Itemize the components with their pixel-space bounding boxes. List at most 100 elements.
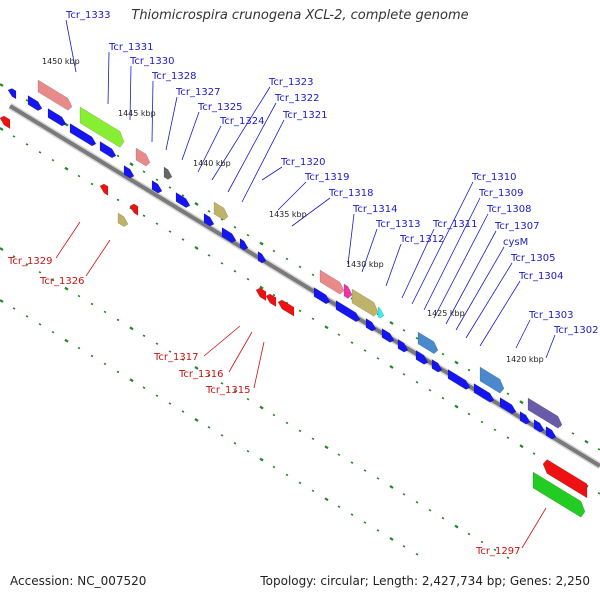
forward-gene-arrow: [533, 419, 545, 433]
feature-block: [163, 166, 173, 180]
leader-line: [521, 507, 547, 549]
gene-label-tcr1328[interactable]: Tcr_1328: [151, 71, 196, 82]
scale-tick: [480, 540, 484, 544]
scale-tick: [220, 218, 224, 221]
forward-gene-arrow: [239, 238, 249, 251]
scale-tick: [285, 421, 289, 425]
gene-label-tcr1320[interactable]: Tcr_1320: [280, 157, 325, 168]
scale-label: 1420 kbp: [506, 355, 544, 364]
forward-gene-arrow: [519, 411, 531, 425]
scale-tick: [64, 166, 69, 171]
leader-line: [347, 213, 355, 265]
scale-tick: [181, 238, 185, 241]
scale-tick: [142, 170, 146, 173]
gene-label-tcr1310[interactable]: Tcr_1310: [471, 172, 516, 183]
gene-label-tcr1330[interactable]: Tcr_1330: [129, 56, 174, 67]
scale-tick: [220, 262, 224, 265]
genome-summary-text: Topology: circular; Length: 2,427,734 bp…: [260, 574, 590, 588]
scale-tick: [181, 194, 185, 197]
scale-tick: [25, 143, 29, 146]
scale-label: 1450 kbp: [42, 57, 80, 66]
gene-label-tcr1325[interactable]: Tcr_1325: [197, 102, 242, 113]
gene-label-tcr1312[interactable]: Tcr_1312: [399, 234, 444, 245]
gene-label-tcr1314[interactable]: Tcr_1314: [352, 204, 397, 215]
gene-label-tcr1313[interactable]: Tcr_1313: [375, 219, 420, 230]
leader-line: [261, 166, 283, 181]
scale-tick: [0, 127, 4, 131]
scale-tick: [90, 182, 94, 186]
gene-label-tcr1318[interactable]: Tcr_1318: [328, 188, 373, 199]
gene-label-tcr1308[interactable]: Tcr_1308: [486, 204, 531, 215]
forward-gene-arrow: [415, 350, 429, 365]
gene-label-tcr1331[interactable]: Tcr_1331: [108, 42, 153, 53]
scale-label: 1435 kbp: [269, 210, 307, 219]
gene-label-tcr1327[interactable]: Tcr_1327: [175, 87, 220, 98]
tick-layer: [0, 83, 600, 559]
gene-label-tcr1311[interactable]: Tcr_1311: [432, 219, 477, 230]
gene-label-cysm[interactable]: cysM: [503, 237, 528, 248]
scale-tick: [12, 135, 16, 138]
leader-line: [227, 102, 277, 193]
scale-tick: [402, 493, 406, 496]
scale-tick: [129, 162, 134, 167]
leader-line: [211, 86, 271, 181]
gene-label-tcr1315[interactable]: Tcr_1315: [205, 385, 250, 396]
forward-gene-arrow: [313, 287, 331, 305]
gene-label-tcr1303[interactable]: Tcr_1303: [528, 310, 573, 321]
scale-tick: [389, 364, 394, 369]
feature-block: [319, 269, 345, 295]
scale-tick: [324, 325, 329, 330]
leader-line: [455, 246, 505, 331]
gene-label-tcr1316[interactable]: Tcr_1316: [178, 369, 223, 380]
gene-label-tcr1333[interactable]: Tcr_1333: [65, 10, 110, 21]
scale-tick: [194, 246, 199, 250]
scale-tick: [259, 241, 264, 246]
gene-label-tcr1329[interactable]: Tcr_1329: [7, 256, 52, 267]
scale-tick: [454, 524, 459, 529]
gene-label-tcr1317[interactable]: Tcr_1317: [153, 352, 198, 363]
scale-tick: [454, 404, 459, 409]
scale-tick: [311, 437, 315, 441]
gene-label-tcr1326[interactable]: Tcr_1326: [39, 276, 84, 287]
gene-label-tcr1324[interactable]: Tcr_1324: [219, 116, 264, 127]
gene-label-tcr1309[interactable]: Tcr_1309: [478, 188, 523, 199]
scale-tick: [571, 432, 575, 435]
scale-tick: [467, 368, 471, 372]
scale-tick: [480, 420, 484, 424]
gene-label-tcr1304[interactable]: Tcr_1304: [518, 271, 563, 282]
leader-line: [197, 125, 222, 173]
leader-line: [241, 119, 285, 203]
forward-gene-arrow: [431, 359, 443, 373]
scale-tick: [376, 529, 380, 532]
forward-gene-arrow: [397, 339, 409, 353]
gene-label-tcr1302[interactable]: Tcr_1302: [553, 325, 598, 336]
gene-label-tcr1305[interactable]: Tcr_1305: [510, 253, 555, 264]
scale-tick: [454, 360, 459, 365]
forward-gene-arrow: [47, 108, 67, 127]
gene-label-tcr1323[interactable]: Tcr_1323: [268, 77, 313, 88]
gene-label-tcr1297[interactable]: Tcr_1297: [475, 546, 520, 557]
scale-tick: [428, 388, 432, 392]
scale-tick: [64, 338, 69, 343]
scale-tick: [246, 277, 250, 281]
forward-gene-arrow: [499, 397, 517, 415]
scale-tick: [415, 501, 419, 504]
scale-tick: [51, 279, 55, 282]
leader-line: [228, 331, 253, 373]
scale-tick: [298, 265, 302, 269]
scale-tick: [584, 439, 589, 444]
scale-tick: [285, 473, 289, 477]
scale-tick: [168, 186, 172, 189]
leader-line: [465, 262, 513, 339]
scale-tick: [194, 418, 199, 422]
gene-label-tcr1322[interactable]: Tcr_1322: [274, 93, 319, 104]
gene-label-tcr1307[interactable]: Tcr_1307: [494, 221, 539, 232]
gene-label-tcr1321[interactable]: Tcr_1321: [282, 110, 327, 121]
leader-layer: [55, 19, 556, 549]
gene-label-tcr1319[interactable]: Tcr_1319: [304, 172, 349, 183]
scale-tick: [0, 247, 4, 251]
scale-tick: [259, 285, 264, 290]
scale-tick: [493, 428, 497, 432]
scale-tick: [77, 174, 81, 178]
scale-tick: [337, 333, 341, 336]
